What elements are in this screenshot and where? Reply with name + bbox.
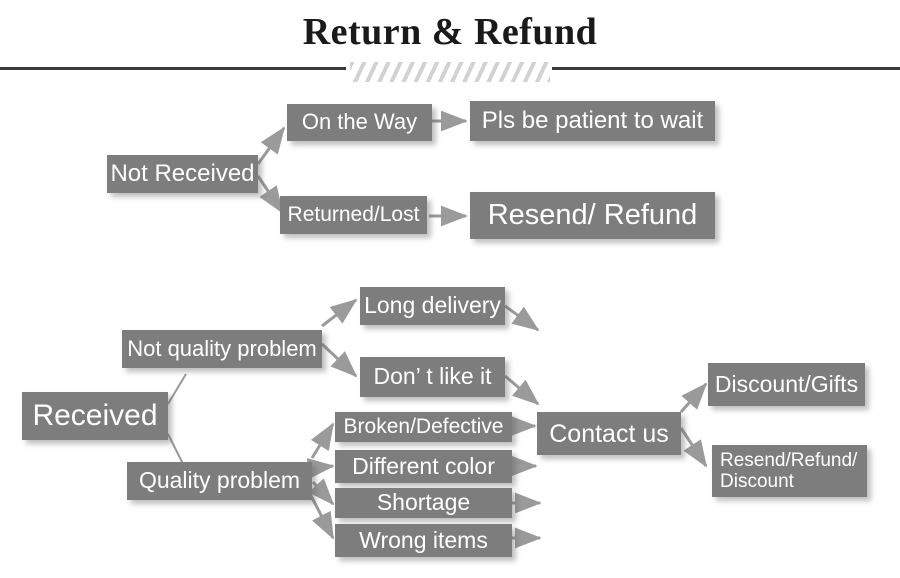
edge-received-not-quality <box>167 373 187 405</box>
divider-rule-right <box>552 67 900 70</box>
edge-not-received-on-the-way <box>256 126 286 165</box>
edge-not-quality-dont-like-it <box>320 342 358 378</box>
edge-quality-different-color <box>306 458 335 479</box>
flowchart: Not Received On the Way Pls be patient t… <box>0 86 900 578</box>
hatched-divider-icon <box>350 62 550 82</box>
edge-not-quality-long-delivery <box>321 298 358 328</box>
edge-contact-us-discount-gifts <box>679 382 708 413</box>
node-pls-be-patient-to-wait[interactable]: Pls be patient to wait <box>470 101 715 141</box>
node-shortage[interactable]: Shortage <box>335 488 512 518</box>
edge-not-received-returned-lost <box>256 175 284 214</box>
node-different-color[interactable]: Different color <box>335 450 512 483</box>
node-received[interactable]: Received <box>22 392 168 440</box>
edge-quality-broken-defective <box>310 422 335 459</box>
node-returned-lost[interactable]: Returned/Lost <box>280 196 427 234</box>
node-not-quality-problem[interactable]: Not quality problem <box>122 330 322 368</box>
decorative-divider <box>0 62 900 84</box>
node-not-received[interactable]: Not Received <box>107 155 258 193</box>
edge-dont-like-it-contact-us <box>504 374 540 406</box>
node-resend-refund-discount[interactable]: Resend/Refund/ Discount <box>712 445 867 497</box>
edge-long-delivery-contact-us <box>504 304 540 332</box>
page-title: Return & Refund <box>302 11 598 53</box>
node-wrong-items[interactable]: Wrong items <box>335 524 512 557</box>
node-on-the-way[interactable]: On the Way <box>287 104 432 141</box>
node-broken-defective[interactable]: Broken/Defective <box>335 412 512 442</box>
node-dont-like-it[interactable]: Don’ t like it <box>360 357 505 397</box>
edge-quality-wrong-items <box>306 489 335 540</box>
edge-quality-shortage <box>308 478 335 506</box>
edge-contact-us-resend-refund-discount <box>679 427 708 468</box>
flowchart-connectors <box>167 110 708 549</box>
node-discount-gifts[interactable]: Discount/Gifts <box>708 363 865 406</box>
node-quality-problem[interactable]: Quality problem <box>127 462 312 500</box>
header: Return & Refund <box>0 0 900 86</box>
node-resend-refund[interactable]: Resend/ Refund <box>470 192 715 239</box>
node-contact-us[interactable]: Contact us <box>537 412 681 455</box>
divider-rule-left <box>0 67 346 70</box>
node-long-delivery[interactable]: Long delivery <box>360 287 505 325</box>
